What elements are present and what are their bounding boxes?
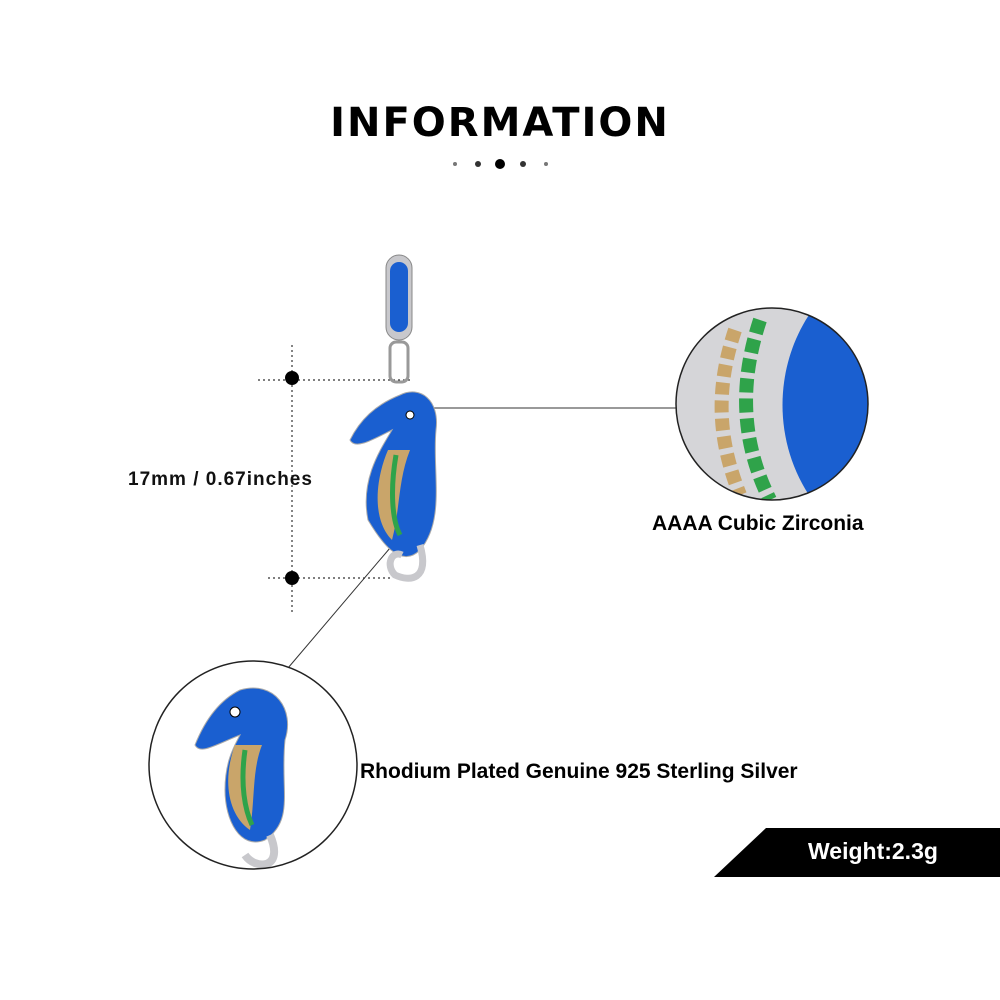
callout-lines [287,407,676,669]
dimension-label: 17mm / 0.67inches [128,469,313,490]
weight-label: Weight:2.3g [808,838,938,864]
page-title: INFORMATION [330,100,670,146]
silver-feature-label: Rhodium Plated Genuine 925 Sterling Silv… [360,760,798,783]
zirconia-feature-label: AAAA Cubic Zirconia [652,512,864,535]
title-dots-decoration [453,159,548,169]
weight-banner: Weight:2.3g [714,828,1000,877]
silver-closeup-circle [148,660,358,870]
seahorse-charm-main [349,254,437,582]
zirconia-closeup-circle [675,307,869,501]
